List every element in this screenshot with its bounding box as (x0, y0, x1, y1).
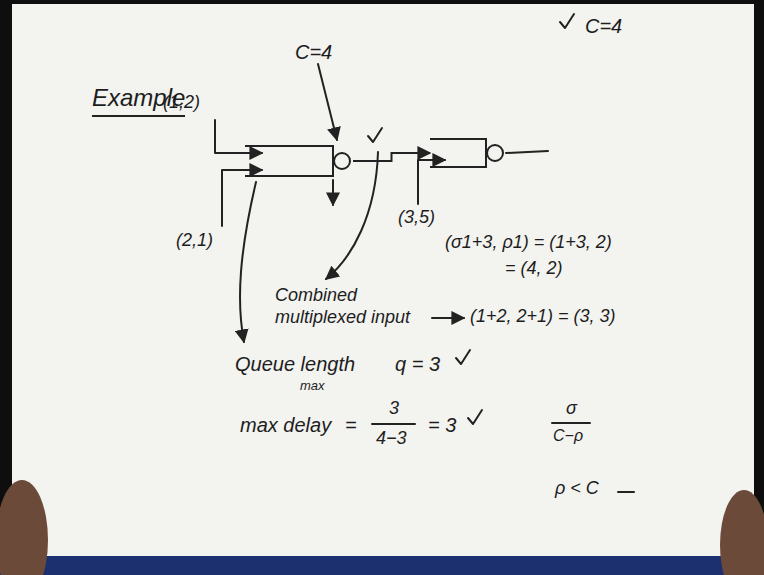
check-mark (456, 350, 470, 364)
paper (12, 4, 754, 556)
subscript: max (300, 378, 325, 394)
note: Queue length (235, 352, 355, 376)
queue-link (353, 153, 430, 161)
delay-value: = 3 (428, 413, 456, 437)
leader-line (240, 182, 256, 342)
denominator: 4−3 (376, 428, 407, 450)
note: max delay (240, 413, 331, 437)
fraction-bar (552, 422, 590, 424)
numerator: 3 (389, 398, 399, 420)
flow-spec: (3,5) (398, 207, 435, 229)
capacity-label: C=4 (585, 14, 622, 38)
equals-sign: = (345, 413, 357, 437)
output-burst: (σ1+3, ρ1) = (1+3, 2) (445, 232, 612, 254)
input-arrow (215, 120, 262, 153)
input-arrow (222, 170, 262, 226)
flow-spec: (2,1) (176, 230, 213, 252)
result-arrow (432, 317, 464, 319)
fraction-bar (372, 423, 415, 425)
queue-outline (430, 138, 506, 168)
queue-outline (245, 145, 353, 177)
queue-bound: q = 3 (395, 352, 440, 376)
denominator: C−ρ (553, 426, 583, 445)
finger (0, 480, 48, 575)
check-mark (368, 128, 382, 142)
dash-mark (618, 491, 634, 493)
check-mark (560, 14, 574, 28)
finger (720, 490, 764, 575)
note: Combined multiplexed input (275, 285, 447, 328)
output-line (506, 151, 548, 153)
flow-spec: (1,2) (163, 92, 200, 114)
queue-node: C=4 (430, 138, 506, 168)
table-band (0, 556, 764, 575)
capacity-label: C=4 (295, 40, 332, 64)
queue-buffer (245, 146, 333, 176)
output-burst: = (4, 2) (505, 258, 563, 280)
queue-node: C=4 (245, 145, 353, 177)
server-circle (334, 153, 350, 169)
capacity-pointer (318, 64, 337, 140)
numerator: σ (566, 398, 577, 420)
check-mark (468, 410, 482, 424)
departure-arrow (332, 180, 334, 205)
queue-buffer (430, 139, 486, 167)
server-circle (487, 145, 503, 161)
condition: ρ < C (555, 478, 599, 500)
combined-spec: (1+2, 2+1) = (3, 3) (470, 306, 616, 328)
